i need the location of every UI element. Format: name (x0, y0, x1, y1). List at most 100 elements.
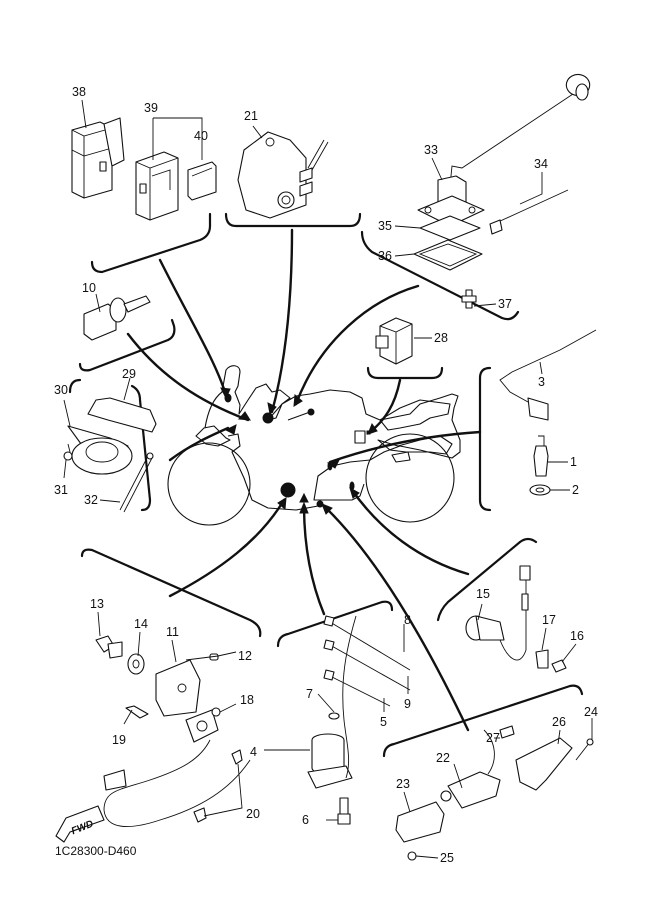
label-34: 34 (534, 157, 548, 171)
blob-pickup-coil (280, 482, 296, 498)
part-36-plate (413, 239, 483, 271)
label-7: 7 (306, 687, 313, 701)
part-17-clamp (535, 649, 549, 669)
label-21: 21 (244, 109, 258, 123)
bracket-relays (90, 212, 212, 274)
label-17: 17 (542, 613, 556, 627)
front-wheel (167, 442, 251, 526)
arrow-sensor-15 (350, 488, 470, 576)
callout-labels: 38 39 40 21 33 34 35 36 37 10 28 3 1 2 2… (54, 85, 598, 865)
label-10: 10 (82, 281, 96, 295)
arrow-relay-28 (368, 378, 402, 434)
bracket-sensor-15 (436, 537, 538, 622)
part-37-bolt (461, 289, 477, 309)
part-32-band (119, 452, 154, 513)
label-27: 27 (486, 731, 500, 745)
label-35: 35 (378, 219, 392, 233)
part-22-sensor (440, 729, 501, 809)
tail-outline (377, 435, 453, 455)
part-11-plate (155, 659, 201, 717)
bracket-relay-28 (366, 366, 444, 380)
bracket-oil-sender (478, 366, 492, 512)
part-34-lead (489, 189, 569, 235)
part-19-screw (125, 705, 149, 719)
part-23-cover (395, 801, 445, 843)
bracket-solenoid (276, 600, 394, 648)
part-31-nut (63, 443, 73, 461)
fuel-sender-arm (287, 411, 311, 421)
blob-solenoid (299, 492, 309, 503)
label-8: 8 (404, 613, 411, 627)
bracket-sensor-22 (382, 684, 584, 758)
label-33: 33 (424, 143, 438, 157)
part-27-bolt (499, 725, 515, 739)
arrow-horn (168, 426, 230, 462)
label-5: 5 (380, 715, 387, 729)
label-31: 31 (54, 483, 68, 497)
label-18: 18 (240, 693, 254, 707)
label-6: 6 (302, 813, 309, 827)
part-1-oil-sender (533, 435, 549, 477)
label-13: 13 (90, 597, 104, 611)
part-33-fuel-sender (417, 73, 591, 227)
label-16: 16 (570, 629, 584, 643)
label-leaders (63, 99, 593, 859)
arrow-solenoid (302, 503, 326, 616)
label-32: 32 (84, 493, 98, 507)
arrow-relays (158, 258, 228, 397)
bracket-starter (224, 212, 362, 228)
pickup-wire (103, 739, 251, 827)
arrow-sensor-bottom (322, 504, 470, 732)
leader-arrows (126, 228, 482, 732)
part-35-gasket (419, 215, 481, 241)
bracket-horn (130, 384, 152, 512)
label-22: 22 (436, 751, 450, 765)
relay-mark (354, 430, 366, 444)
part-40-cover (187, 161, 217, 201)
part-39-relay (135, 151, 179, 221)
label-25: 25 (440, 851, 454, 865)
arrow-switch-10 (126, 332, 250, 422)
label-14: 14 (134, 617, 148, 631)
part-25-nut (407, 851, 417, 861)
label-3: 3 (538, 375, 545, 389)
label-26: 26 (552, 715, 566, 729)
fwd-arrow-icon: FWD (55, 805, 105, 843)
label-30: 30 (54, 383, 68, 397)
label-39: 39 (144, 101, 158, 115)
arrow-starter (270, 228, 294, 414)
label-1: 1 (570, 455, 577, 469)
part-26-plate (515, 737, 573, 791)
part-20-clamp (193, 749, 243, 823)
harness-5-9 (323, 615, 411, 779)
part-2-gasket (529, 484, 551, 496)
label-28: 28 (434, 331, 448, 345)
label-19: 19 (112, 733, 126, 747)
bracket-pickup (80, 548, 262, 638)
blob-fuel-sender (307, 408, 315, 416)
group-brackets (68, 212, 584, 758)
part-6-bolt (337, 797, 351, 825)
part-21-starter-relay (237, 131, 329, 219)
part-10-switch (83, 295, 151, 341)
label-29: 29 (122, 367, 136, 381)
part-13-bolt (95, 635, 123, 659)
part-38-relay (71, 117, 125, 199)
arrow-fuel-gauge (294, 284, 420, 406)
part-28-relay (375, 317, 413, 365)
arrow-oil-sender (328, 430, 482, 464)
fairing-outline (195, 425, 231, 447)
part-24-bolt (575, 738, 594, 761)
motorcycle-outline (167, 365, 461, 526)
rear-frame-piece (391, 451, 411, 463)
blob-starter-relay (262, 412, 274, 424)
frame-outline (204, 365, 461, 511)
part-3-lead (499, 329, 597, 421)
part-30-horn (67, 425, 133, 475)
part-29-bracket (87, 397, 157, 433)
label-15: 15 (476, 587, 490, 601)
arrow-pickup (168, 498, 286, 598)
bracket-horn-top (68, 378, 82, 394)
label-37: 37 (498, 297, 512, 311)
